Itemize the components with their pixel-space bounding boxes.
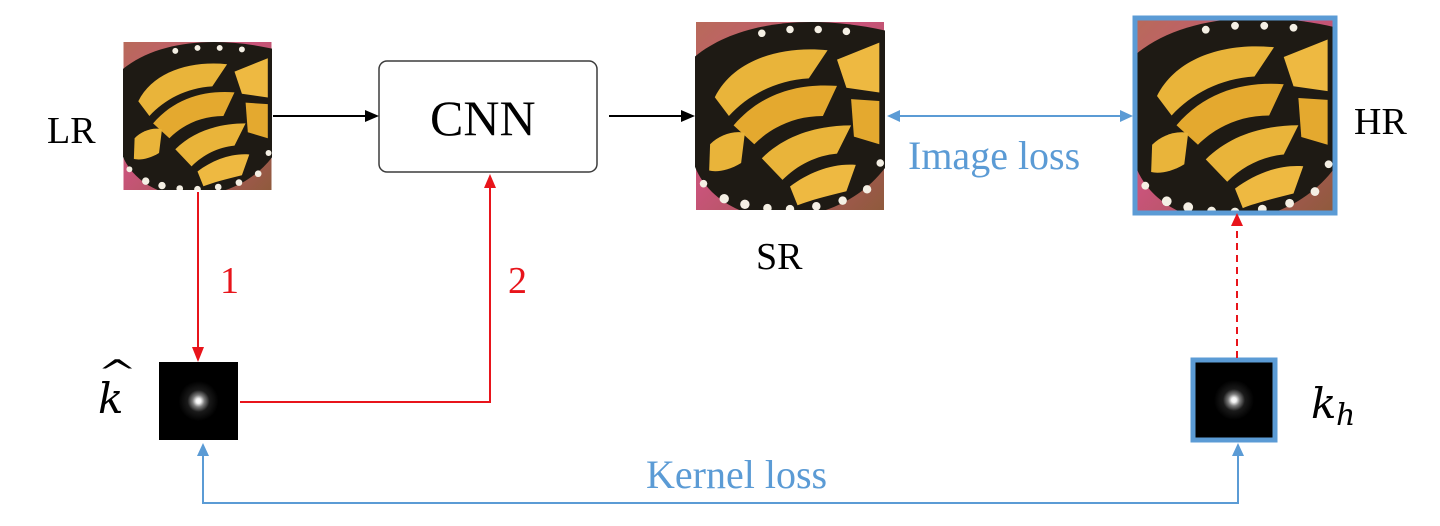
sr-label: SR <box>756 236 803 278</box>
step-1-label: 1 <box>220 260 239 302</box>
k-h-kernel-border <box>1190 357 1278 443</box>
step-2-label: 2 <box>508 260 527 302</box>
arrow-cnn-to-sr <box>609 110 695 122</box>
lr-label: LR <box>47 110 96 152</box>
k-hat-base: k <box>98 374 124 423</box>
k-h-subscript: h <box>1336 398 1356 433</box>
hr-label: HR <box>1354 101 1407 143</box>
arrow-lr-to-k-hat <box>192 192 204 362</box>
arrow-k-hat-to-cnn <box>240 174 496 403</box>
cnn-label: CNN <box>430 90 536 146</box>
k-hat-label: ^ k <box>97 356 137 428</box>
kernel-loss-arrow <box>197 443 1244 504</box>
lr-image <box>123 42 272 190</box>
image-loss-label: Image loss <box>908 133 1081 178</box>
hr-image <box>1132 15 1338 216</box>
k-hat-accent: ^ <box>97 353 138 393</box>
cnn-box <box>378 60 598 173</box>
sr-image <box>695 22 885 210</box>
k-h-base: k <box>1311 379 1337 428</box>
kernel-loss-label: Kernel loss <box>646 452 828 497</box>
k-h-label: k h <box>1311 383 1371 433</box>
k-hat-kernel-image <box>159 362 238 440</box>
image-loss-arrow <box>887 110 1133 122</box>
arrow-k-h-to-hr-dashed <box>1231 213 1243 358</box>
hr-image-border <box>1132 15 1338 216</box>
arrow-lr-to-cnn <box>273 110 379 122</box>
k-h-kernel-image <box>1190 357 1278 443</box>
